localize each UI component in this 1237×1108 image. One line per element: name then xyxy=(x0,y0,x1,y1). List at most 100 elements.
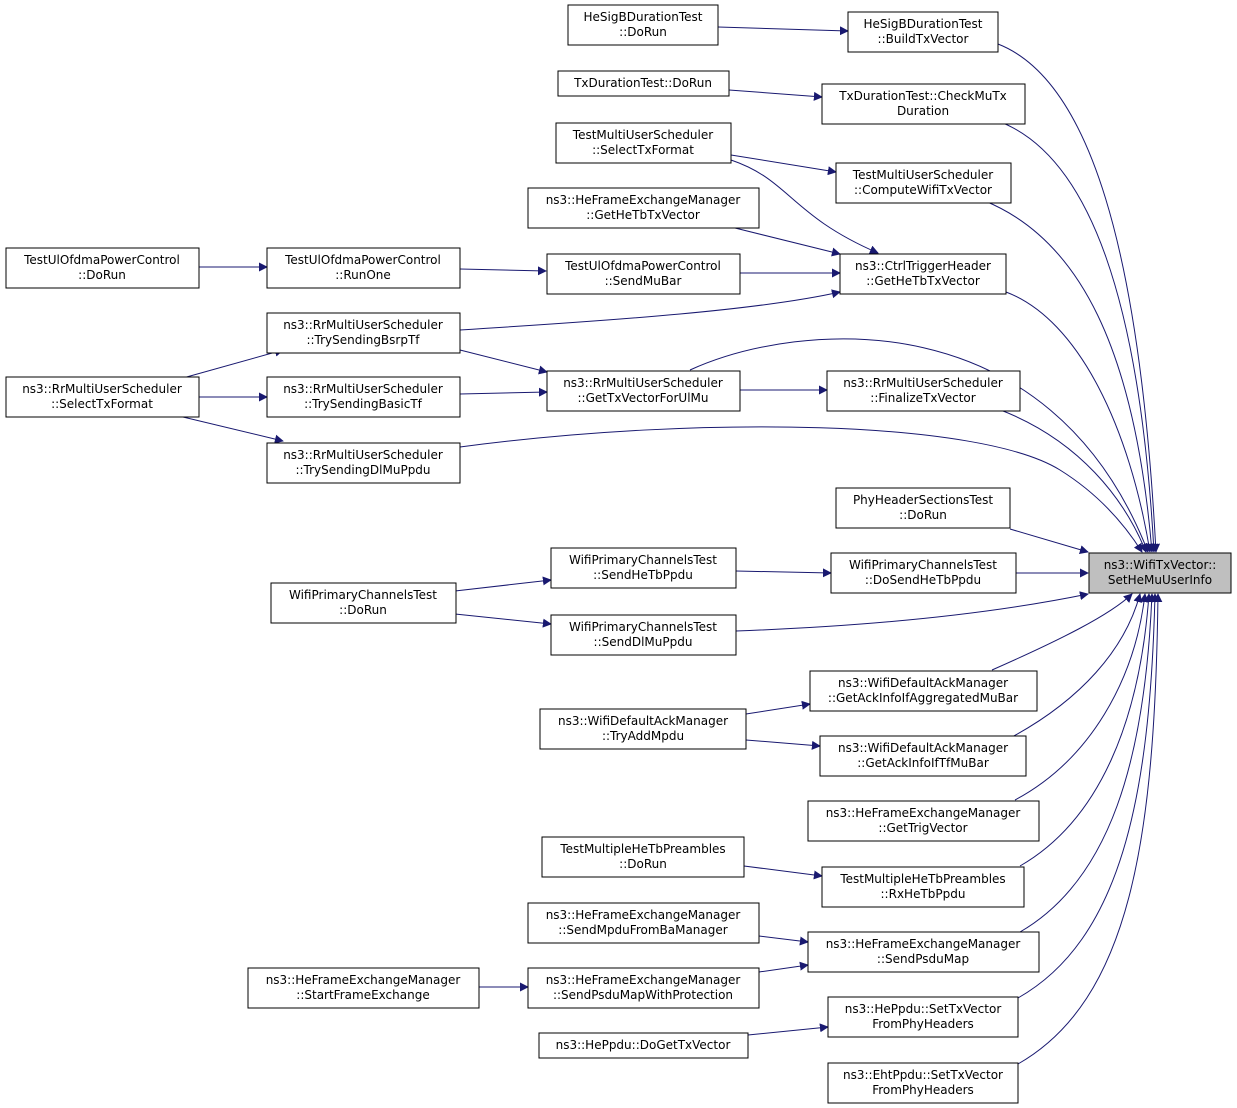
svg-text:HeSigBDurationTest: HeSigBDurationTest xyxy=(584,10,703,24)
edge-getackinfoiftfmubar-to-sethemuuserinfo xyxy=(1011,593,1143,738)
node-heppdu-dogettxvector[interactable]: ns3::HePpdu::DoGetTxVector xyxy=(538,1032,749,1059)
node-phyheadersectionstest-dorun[interactable]: PhyHeaderSectionsTest ::DoRun xyxy=(835,487,1011,529)
svg-text:ns3::HeFrameExchangeManager: ns3::HeFrameExchangeManager xyxy=(546,193,741,207)
edge-trysendingbsrptf-to-ctrltrigger xyxy=(459,289,841,331)
node-heppdu-settxvectorfromphyheaders[interactable]: ns3::HePpdu::SetTxVector FromPhyHeaders xyxy=(827,996,1019,1038)
svg-text:WifiPrimaryChannelsTest: WifiPrimaryChannelsTest xyxy=(569,553,717,567)
edge-senddlmuppdu-to-sethemuuserinfo xyxy=(735,591,1089,632)
node-testulofdmapowercontrol-runone[interactable]: TestUlOfdmaPowerControl ::RunOne xyxy=(266,247,461,289)
node-rrmultiuserscheduler-selecttxformat[interactable]: ns3::RrMultiUserScheduler ::SelectTxForm… xyxy=(5,376,200,418)
svg-text:ns3::HeFrameExchangeManager: ns3::HeFrameExchangeManager xyxy=(546,973,741,987)
edge-dogettxvector-to-settxvectorfromphyheaders xyxy=(747,1023,829,1036)
svg-text:TestUlOfdmaPowerControl: TestUlOfdmaPowerControl xyxy=(564,259,721,273)
svg-text:::TryAddMpdu: ::TryAddMpdu xyxy=(602,729,684,743)
node-testmultiuserscheduler-selecttxformat[interactable]: TestMultiUserScheduler ::SelectTxFormat xyxy=(555,122,732,164)
node-hesigbdurationtest-dorun[interactable]: HeSigBDurationTest ::DoRun xyxy=(567,4,719,46)
svg-text:::ComputeWifiTxVector: ::ComputeWifiTxVector xyxy=(854,183,992,197)
svg-text:::SelectTxFormat: ::SelectTxFormat xyxy=(592,143,694,157)
svg-text:::GetTxVectorForUlMu: ::GetTxVectorForUlMu xyxy=(578,391,709,405)
svg-text:ns3::RrMultiUserScheduler: ns3::RrMultiUserScheduler xyxy=(283,448,443,462)
svg-text:::DoRun: ::DoRun xyxy=(899,508,947,522)
node-testmultiuserscheduler-computewifitxvector[interactable]: TestMultiUserScheduler ::ComputeWifiTxVe… xyxy=(835,162,1012,204)
svg-text:SetHeMuUserInfo: SetHeMuUserInfo xyxy=(1108,573,1212,587)
node-heframeexchangemanager-sendpsdumapwithprotection[interactable]: ns3::HeFrameExchangeManager ::SendPsduMa… xyxy=(527,967,760,1009)
svg-text:ns3::RrMultiUserScheduler: ns3::RrMultiUserScheduler xyxy=(843,376,1003,390)
edge-getackinfoifaggregatedmubar-to-sethemuuserinfo xyxy=(991,593,1133,671)
svg-text:::DoRun: ::DoRun xyxy=(78,268,126,282)
node-rrmultiuserscheduler-gettxvectorforulmu[interactable]: ns3::RrMultiUserScheduler ::GetTxVectorF… xyxy=(546,370,741,412)
node-rrmultiuserscheduler-trysendingbasictf[interactable]: ns3::RrMultiUserScheduler ::TrySendingBa… xyxy=(266,376,461,418)
node-wifiprimarychannelstest-dosendhetbppdu[interactable]: WifiPrimaryChannelsTest ::DoSendHeTbPpdu xyxy=(830,552,1017,594)
node-wifitxvector-sethemuuserinfo[interactable]: ns3::WifiTxVector:: SetHeMuUserInfo xyxy=(1088,552,1232,594)
svg-text:ns3::WifiDefaultAckManager: ns3::WifiDefaultAckManager xyxy=(838,676,1008,690)
edge-heframeexchangemanager-gethetbtxvector-to-ctrltrigger xyxy=(730,226,841,257)
node-txdurationtest-checkmutxduration[interactable]: TxDurationTest::CheckMuTx Duration xyxy=(821,83,1026,125)
edge-finalizetxvector-to-sethemuuserinfo xyxy=(997,408,1148,553)
node-heframeexchangemanager-gethetbtxvector[interactable]: ns3::HeFrameExchangeManager ::GetHeTbTxV… xyxy=(527,187,760,229)
svg-text:::GetAckInfoIfAggregatedMuBar: ::GetAckInfoIfAggregatedMuBar xyxy=(828,691,1018,705)
svg-text:::TrySendingDlMuPpdu: ::TrySendingDlMuPpdu xyxy=(295,463,430,477)
node-wifiprimarychannelstest-sendhetbppdu[interactable]: WifiPrimaryChannelsTest ::SendHeTbPpdu xyxy=(550,547,737,589)
edge-sendmpdufrombamanager-to-sendpsdumap xyxy=(758,935,809,946)
edge-rr-selecttxformat-to-trysendingdlmuppdu xyxy=(182,416,284,444)
node-testmultiplehetbpreambles-dorun[interactable]: TestMultipleHeTbPreambles ::DoRun xyxy=(541,836,745,878)
node-rrmultiuserscheduler-trysendingbsrptf[interactable]: ns3::RrMultiUserScheduler ::TrySendingBs… xyxy=(266,312,461,354)
node-wifidefaultackmanager-tryaddmpdu[interactable]: ns3::WifiDefaultAckManager ::TryAddMpdu xyxy=(539,708,747,750)
node-testmultiplehetbpreambles-rxhetbppdu[interactable]: TestMultipleHeTbPreambles ::RxHeTbPpdu xyxy=(821,866,1025,908)
svg-text:PhyHeaderSectionsTest: PhyHeaderSectionsTest xyxy=(853,493,993,507)
edge-txdurationtest-dorun-to-checkmutxduration xyxy=(728,89,823,101)
svg-text:ns3::RrMultiUserScheduler: ns3::RrMultiUserScheduler xyxy=(283,382,443,396)
node-heframeexchangemanager-sendpsdumap[interactable]: ns3::HeFrameExchangeManager ::SendPsduMa… xyxy=(807,931,1040,973)
node-ctrltriggerheader-gethetbtxvector[interactable]: ns3::CtrlTriggerHeader ::GetHeTbTxVector xyxy=(839,253,1007,295)
node-wifiprimarychannelstest-dorun[interactable]: WifiPrimaryChannelsTest ::DoRun xyxy=(270,582,457,624)
edge-trysendingbasictf-to-gettxvectorforulmu xyxy=(459,387,548,397)
svg-text:ns3::WifiDefaultAckManager: ns3::WifiDefaultAckManager xyxy=(558,714,728,728)
node-testulofdmapowercontrol-dorun[interactable]: TestUlOfdmaPowerControl ::DoRun xyxy=(5,247,200,289)
node-wifiprimarychannelstest-senddlmuppdu[interactable]: WifiPrimaryChannelsTest ::SendDlMuPpdu xyxy=(550,614,737,656)
svg-text:ns3::WifiTxVector::: ns3::WifiTxVector:: xyxy=(1104,558,1217,572)
svg-text:::DoRun: ::DoRun xyxy=(619,25,667,39)
node-rrmultiuserscheduler-finalizetxvector[interactable]: ns3::RrMultiUserScheduler ::FinalizeTxVe… xyxy=(826,370,1021,412)
svg-text:::GetHeTbTxVector: ::GetHeTbTxVector xyxy=(586,208,700,222)
edge-runone-to-sendmubar xyxy=(459,266,547,276)
node-rrmultiuserscheduler-trysendingdlmuppdu[interactable]: ns3::RrMultiUserScheduler ::TrySendingDl… xyxy=(266,442,461,484)
svg-text:::GetAckInfoIfTfMuBar: ::GetAckInfoIfTfMuBar xyxy=(857,756,989,770)
svg-text:::DoRun: ::DoRun xyxy=(619,857,667,871)
edge-gettxvectorforulmu-to-sethemuuserinfo xyxy=(689,338,1150,553)
svg-text:WifiPrimaryChannelsTest: WifiPrimaryChannelsTest xyxy=(289,588,437,602)
edge-ctrltrigger-gethetbtxvector-to-sethemuuserinfo xyxy=(1005,291,1154,553)
edge-ehtppdu-settxvectorfromphyheaders-to-sethemuuserinfo xyxy=(1017,593,1163,1065)
svg-text:::StartFrameExchange: ::StartFrameExchange xyxy=(296,988,429,1002)
svg-text:::SendPsduMapWithProtection: ::SendPsduMapWithProtection xyxy=(553,988,733,1002)
svg-text:ns3::HePpdu::SetTxVector: ns3::HePpdu::SetTxVector xyxy=(845,1002,1002,1016)
edge-wifiprimarychannelstest-dorun-to-senddlmuppdu xyxy=(454,613,552,628)
node-hesigbdurationtest-buildtxvector[interactable]: HeSigBDurationTest ::BuildTxVector xyxy=(847,11,999,53)
svg-text:TestUlOfdmaPowerControl: TestUlOfdmaPowerControl xyxy=(284,253,441,267)
node-wifidefaultackmanager-getackinfoiftfmubar[interactable]: ns3::WifiDefaultAckManager ::GetAckInfoI… xyxy=(819,735,1027,777)
edge-tryaddmpdu-to-getackinfoifaggregatedmubar xyxy=(745,700,811,715)
svg-text:ns3::HeFrameExchangeManager: ns3::HeFrameExchangeManager xyxy=(266,973,461,987)
edge-checkmutxduration-to-sethemuuserinfo xyxy=(1002,122,1159,553)
edge-rr-selecttxformat-to-trysendingbsrptf xyxy=(182,347,284,379)
node-heframeexchangemanager-startframeexchange[interactable]: ns3::HeFrameExchangeManager ::StartFrame… xyxy=(247,967,480,1009)
svg-text:ns3::WifiDefaultAckManager: ns3::WifiDefaultAckManager xyxy=(838,741,1008,755)
edge-computewifitxvector-to-sethemuuserinfo xyxy=(984,200,1156,553)
edge-trysendingbsrptf-to-gettxvectorforulmu xyxy=(459,349,548,375)
node-testulofdmapowercontrol-sendmubar[interactable]: TestUlOfdmaPowerControl ::SendMuBar xyxy=(546,253,741,295)
node-ehtppdu-settxvectorfromphyheaders[interactable]: ns3::EhtPpdu::SetTxVector FromPhyHeaders xyxy=(827,1062,1019,1104)
call-edges xyxy=(182,26,1163,1065)
svg-text:Duration: Duration xyxy=(897,104,949,118)
node-heframeexchangemanager-sendmpdufrombamanager[interactable]: ns3::HeFrameExchangeManager ::SendMpduFr… xyxy=(527,902,760,944)
node-wifidefaultackmanager-getackinfoifaggregatedmubar[interactable]: ns3::WifiDefaultAckManager ::GetAckInfoI… xyxy=(809,670,1038,712)
node-txdurationtest-dorun[interactable]: TxDurationTest::DoRun xyxy=(557,70,730,97)
svg-text:::SendPsduMap: ::SendPsduMap xyxy=(877,952,969,966)
edge-rxhetbppdu-to-sethemuuserinfo xyxy=(1019,593,1153,867)
svg-text:TestUlOfdmaPowerControl: TestUlOfdmaPowerControl xyxy=(23,253,180,267)
edge-sendhetbppdu-to-dosendhetbppdu xyxy=(735,568,832,578)
edge-wifiprimarychannelstest-dorun-to-sendhetbppdu xyxy=(454,576,552,592)
svg-text:WifiPrimaryChannelsTest: WifiPrimaryChannelsTest xyxy=(849,558,997,572)
node-heframeexchangemanager-gettrigvector[interactable]: ns3::HeFrameExchangeManager ::GetTrigVec… xyxy=(807,800,1040,842)
svg-text:::SelectTxFormat: ::SelectTxFormat xyxy=(51,397,153,411)
edge-testmultiuserscheduler-selecttxformat-to-ctrltrigger xyxy=(730,159,879,254)
